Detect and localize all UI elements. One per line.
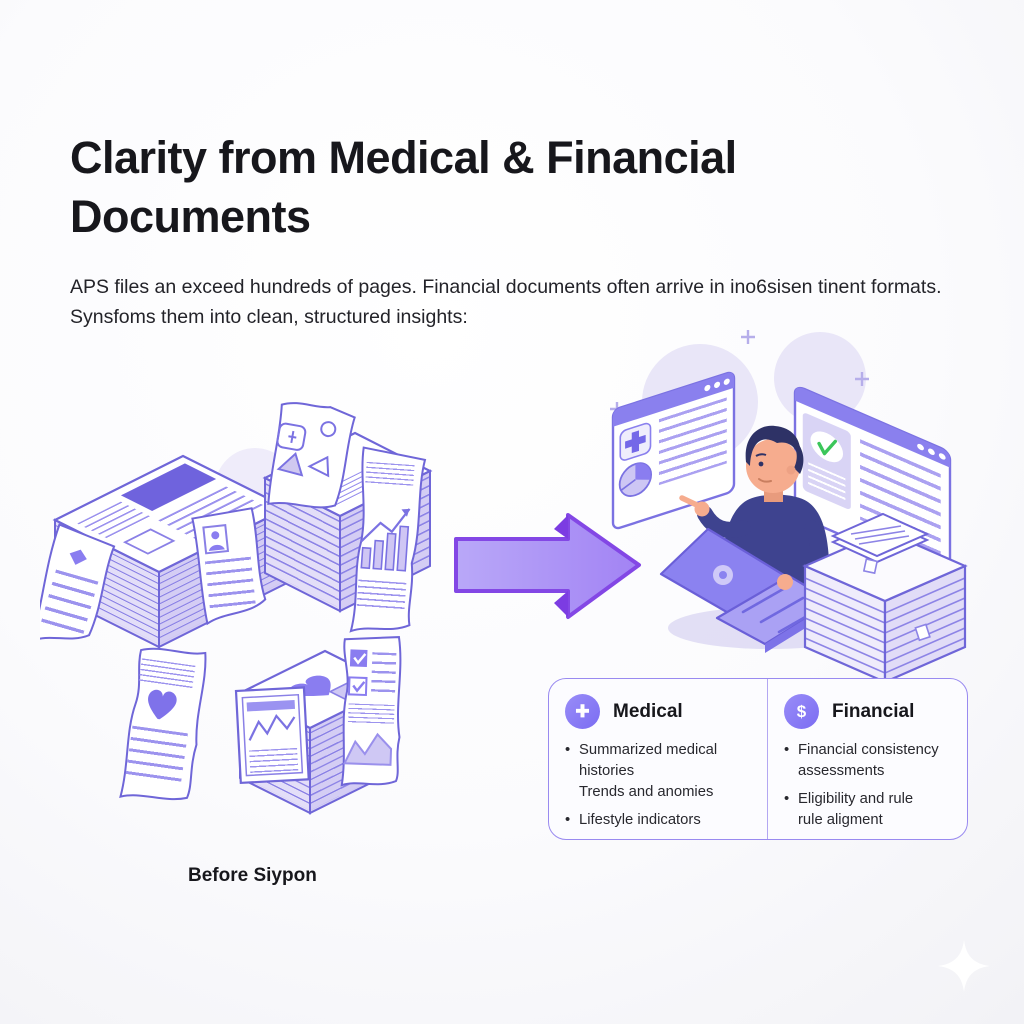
before-caption: Before Siypon [188, 865, 317, 886]
medical-summary-window [613, 371, 734, 530]
document-stack-records [264, 399, 430, 636]
medical-card-title: Medical [613, 700, 683, 722]
tab [862, 558, 879, 575]
messy-documents-illustration [40, 393, 450, 833]
tab [914, 623, 931, 642]
medical-bullet: Summarized medical histories Trends and … [565, 740, 753, 803]
ear [786, 465, 796, 475]
chart-card [234, 686, 310, 785]
bar-chart-sheet [349, 446, 427, 633]
circle-doodle [320, 421, 337, 438]
bar-chart-icon [360, 508, 411, 572]
pointing-arm [697, 506, 751, 538]
clean-insights-illustration [565, 330, 995, 678]
typing-hand [777, 574, 793, 590]
financial-bullet: Financial consistency assessments [784, 740, 953, 782]
financial-card-title: Financial [832, 700, 915, 722]
document-stack-health [236, 635, 403, 813]
paper-pile [830, 512, 930, 564]
laptop-keys [741, 586, 823, 634]
document-header-block [120, 463, 217, 511]
curled-report-heart [119, 647, 207, 801]
hair [745, 425, 801, 466]
medical-card: ✚ Medical Summarized medical histories T… [549, 679, 767, 839]
pointing-finger [679, 495, 702, 509]
window-dots [917, 443, 946, 460]
check-badge [810, 431, 844, 463]
medical-plus-icon: ✚ [565, 694, 600, 729]
financial-bullet: Eligibility and rule rule aligment [784, 789, 953, 831]
person [679, 425, 830, 592]
document-stack-reports [40, 456, 287, 654]
sparkle-icon [936, 938, 992, 994]
check-icon [819, 434, 835, 458]
doodle-sheet [267, 402, 356, 509]
person-photo-icon [202, 524, 230, 555]
medical-cross-icon [625, 430, 646, 454]
insight-cards: ✚ Medical Summarized medical histories T… [548, 678, 968, 840]
transform-arrow-icon [450, 505, 645, 625]
smile [758, 478, 772, 483]
checkbox-icon [347, 676, 368, 697]
line-chart-icon [342, 732, 393, 766]
heart-icon [148, 689, 177, 720]
dollar-icon: $ [784, 694, 819, 729]
brow [755, 453, 767, 457]
page-subtitle: APS files an exceed hundreds of pages. F… [70, 276, 942, 329]
window-dots [704, 378, 730, 392]
eye [758, 461, 764, 467]
financial-card: $ Financial Financial consistency assess… [767, 679, 967, 839]
curled-report-left [40, 523, 116, 643]
diamond-icon [69, 549, 87, 565]
triangle-doodle [276, 451, 304, 477]
typing-arm [791, 520, 825, 584]
sticker-icon [276, 422, 307, 451]
financial-bullet-list: Financial consistency assessments Eligib… [784, 740, 953, 831]
page-title: Clarity from Medical & Financial Documen… [70, 132, 737, 243]
curled-report-right [191, 507, 267, 626]
zigzag-chart-icon [248, 713, 296, 741]
medical-bullet-list: Summarized medical histories Trends and … [565, 740, 753, 831]
organized-stack [802, 512, 968, 678]
medical-bullet: Lifestyle indicators [565, 810, 753, 831]
checklist-sheet [340, 636, 402, 787]
checkbox-checked-icon [349, 649, 368, 667]
